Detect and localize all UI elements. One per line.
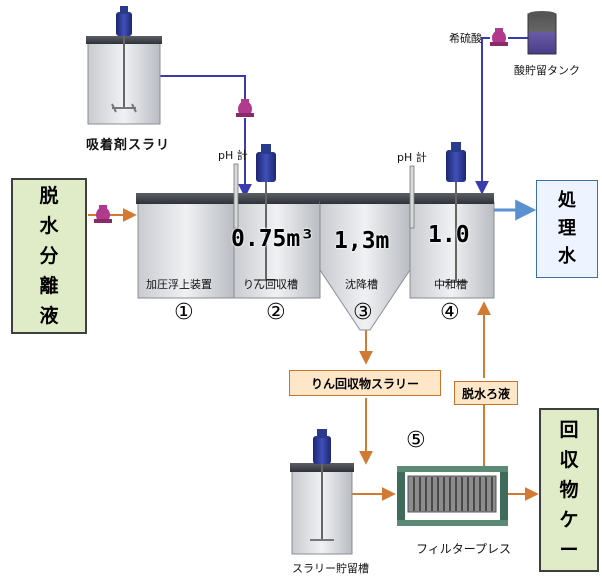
tank-1-pressurized-flotation	[136, 193, 236, 299]
pump-icon	[94, 205, 112, 223]
motor-icon	[446, 142, 466, 182]
recovered-cake-box: 回 収 物 ケ ー	[539, 408, 599, 572]
adsorbent-dosing-pipe	[160, 75, 252, 198]
step-number-5: ⑤	[406, 428, 426, 453]
tank2-volume: 0.75m³	[231, 226, 315, 252]
step-number-2: ②	[266, 300, 286, 325]
motor-icon	[116, 6, 132, 36]
tank3-volume: 1,3m	[334, 228, 390, 254]
treated-water-box: 処 理 水	[536, 180, 598, 278]
step-number-3: ③	[353, 300, 373, 325]
treated-char: 処	[558, 190, 576, 211]
recovered-char: 物	[559, 479, 579, 501]
tank2-name: りん回収槽	[243, 278, 298, 291]
feed-char: 脱	[39, 185, 59, 207]
ph-probe	[233, 163, 239, 229]
tank-2-phosphorus-recovery	[233, 180, 321, 299]
tank-4-neutralization	[409, 180, 495, 299]
tank4-volume: 1.0	[428, 222, 470, 248]
motor-icon	[256, 144, 276, 182]
acid-dosing-pipe	[475, 37, 528, 195]
adsorbent-slurry-tank	[86, 30, 162, 125]
ph-probe	[409, 165, 415, 229]
ph-meter-label: pH 計	[218, 149, 248, 162]
acid-tank-label: 酸貯留タンク	[514, 64, 580, 77]
feed-char: 水	[39, 215, 59, 237]
tank1-name: 加圧浮上装置	[146, 278, 212, 291]
motor-icon	[313, 429, 331, 464]
adsorbent-slurry-label: 吸着剤スラリ	[86, 138, 171, 153]
step-number-1: ①	[174, 300, 194, 325]
treated-char: 水	[558, 246, 576, 267]
recovered-char: 収	[559, 449, 579, 471]
acid-storage-tank	[527, 11, 557, 55]
tank3-name: 沈降槽	[345, 278, 378, 291]
tank4-name: 中和槽	[434, 278, 467, 291]
feed-char: 離	[39, 275, 59, 297]
dilute-sulfuric-label: 希硫酸	[449, 32, 482, 45]
ph-meter-label: pH 計	[397, 151, 427, 164]
filter-press-icon	[397, 466, 508, 526]
recovered-char: 回	[559, 419, 579, 441]
filtrate-label: 脱水ろ液	[461, 386, 510, 401]
filtrate-tag: 脱水ろ液	[454, 381, 518, 405]
step-number-4: ④	[440, 300, 460, 325]
feed-liquid-box: 脱 水 分 離 液	[11, 178, 87, 334]
recovered-char: ケ	[559, 509, 579, 531]
recovered-char: ー	[559, 539, 579, 561]
treated-char: 理	[558, 218, 576, 239]
feed-char: 液	[39, 305, 59, 327]
slurry-line-tag: りん回収物スラリー	[289, 370, 441, 396]
slurry-storage-tank	[290, 450, 354, 555]
slurry-tank-label: スラリー貯留槽	[292, 562, 369, 575]
slurry-line-label: りん回収物スラリー	[310, 376, 419, 391]
filter-press-label: フィルタープレス	[416, 542, 512, 556]
pump-icon	[490, 28, 508, 46]
pump-icon	[236, 99, 254, 117]
feed-char: 分	[39, 245, 59, 267]
